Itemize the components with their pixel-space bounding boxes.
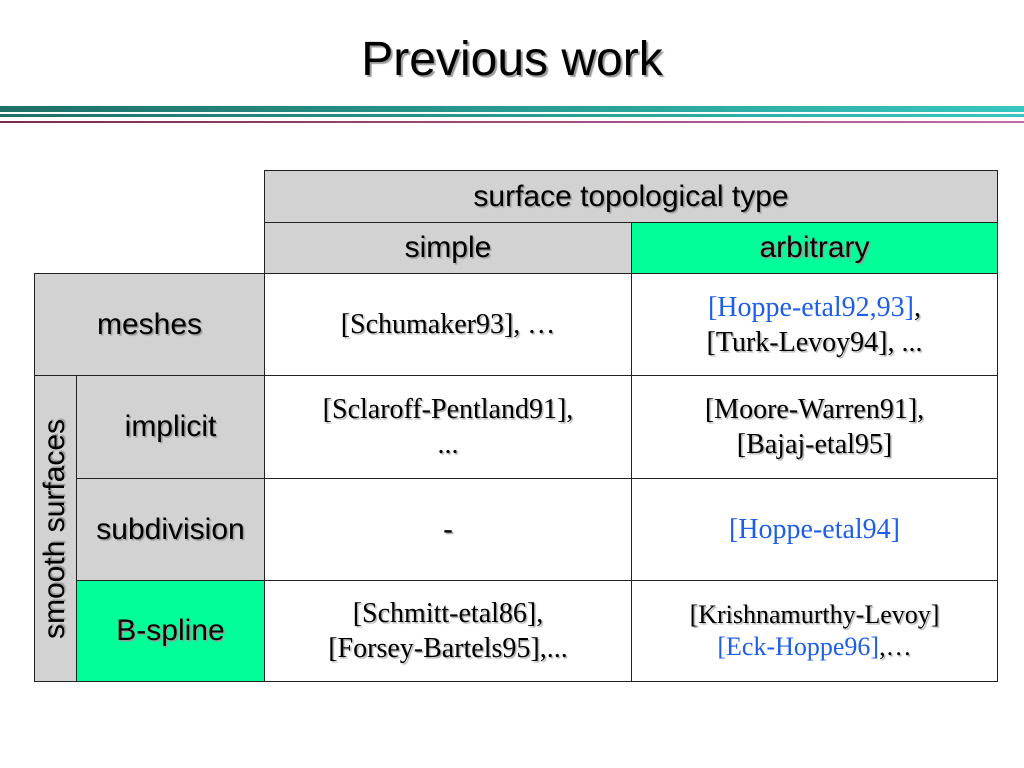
header-surface-topological-type: surface topological type	[264, 170, 998, 223]
cell-subdivision-simple: -	[264, 478, 632, 581]
row-label-text: subdivision	[96, 512, 245, 546]
cell-implicit-simple: [Sclaroff-Pentland91], ...	[264, 375, 632, 479]
title-rule-thick	[0, 106, 1024, 112]
citation-link: [Hoppe-etal92,93]	[707, 291, 915, 323]
cell-subdivision-arbitrary: [Hoppe-etal94]	[631, 478, 998, 581]
cell-meshes-arbitrary: [Hoppe-etal92,93], [Turk-Levoy94], ...	[631, 273, 998, 376]
empty-dash: -	[443, 512, 453, 546]
citation: [Bajaj-etal95]	[736, 429, 893, 460]
cell-b-spline-simple: [Schmitt-etal86], [Forsey-Bartels95],...	[264, 580, 632, 682]
title-rule-thin	[0, 114, 1024, 117]
row-label-text: meshes	[96, 307, 203, 341]
slide-title: Previous work	[361, 33, 663, 86]
citation-ellipsis: ...	[437, 429, 459, 460]
header-top-label: surface topological type	[473, 179, 789, 213]
title-rule-accent	[0, 121, 1024, 123]
citation: [Forsey-Bartels95],...	[328, 633, 568, 664]
citation: [Sclaroff-Pentland91],	[322, 394, 574, 425]
row-label-subdivision: subdivision	[76, 478, 265, 581]
row-label-meshes: meshes	[34, 273, 265, 376]
citation-ellipsis: ,…	[879, 632, 912, 661]
header-simple-label: simple	[404, 231, 492, 264]
group-label-text: smooth surfaces	[38, 418, 72, 639]
row-label-text: B-spline	[116, 614, 225, 647]
group-label-smooth-surfaces: smooth surfaces	[34, 375, 77, 682]
citation: [Moore-Warren91],	[704, 394, 925, 425]
cell-implicit-arbitrary: [Moore-Warren91], [Bajaj-etal95]	[631, 375, 998, 479]
citation-link: [Eck-Hoppe96]	[717, 632, 880, 661]
citation: [Turk-Levoy94], ...	[706, 326, 923, 358]
cell-meshes-simple: [Schumaker93], …	[264, 273, 632, 376]
citation-separator: ,	[914, 291, 922, 323]
row-label-implicit: implicit	[76, 375, 265, 479]
citation-link: [Hoppe-etal94]	[728, 514, 901, 545]
cell-b-spline-arbitrary: [Krishnamurthy-Levoy] [Eck-Hoppe96],…	[631, 580, 998, 682]
citation: [Schumaker93], …	[340, 309, 556, 340]
row-label-text: implicit	[124, 410, 217, 443]
header-arbitrary-label: arbitrary	[759, 231, 870, 264]
header-arbitrary: arbitrary	[631, 222, 998, 274]
row-label-b-spline: B-spline	[76, 580, 265, 682]
citation: [Schmitt-etal86],	[352, 598, 544, 629]
citation: [Krishnamurthy-Levoy]	[689, 599, 940, 629]
header-simple: simple	[264, 222, 632, 274]
